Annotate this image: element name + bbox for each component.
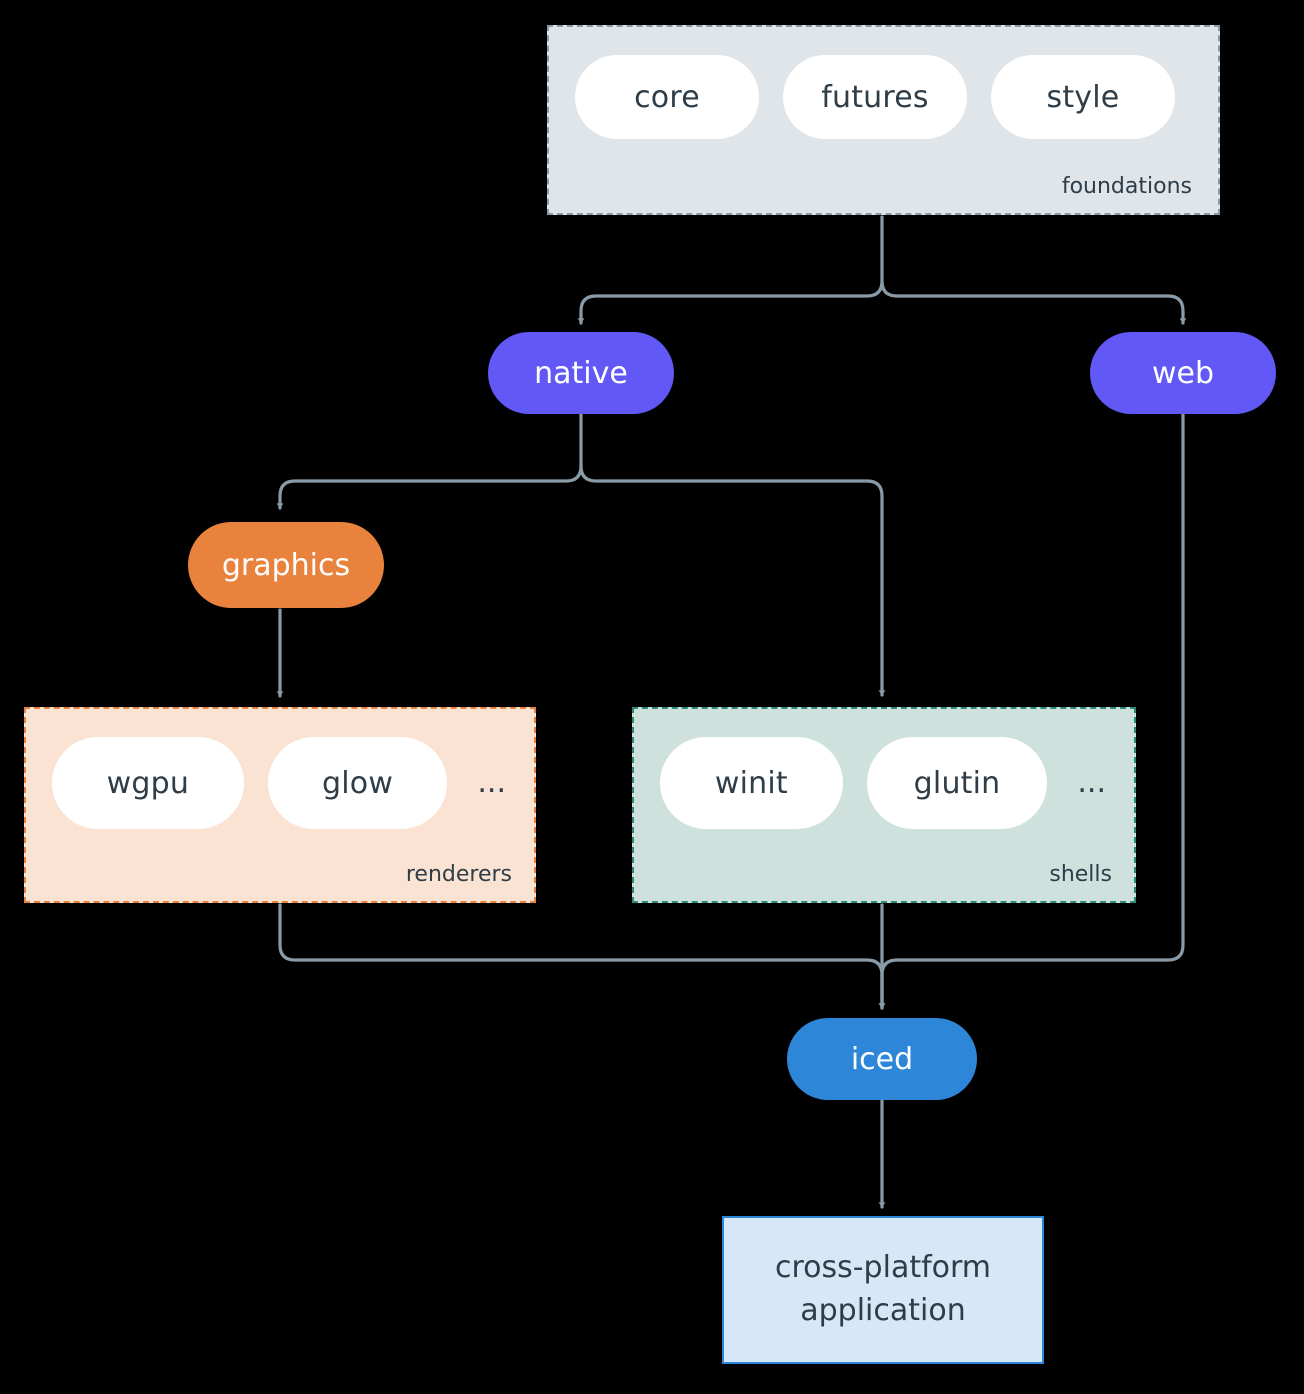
- node-application-label-line1: cross-platform: [774, 1250, 992, 1286]
- edge-foundations-native: [577, 215, 884, 325]
- node-graphics-label: graphics: [221, 547, 351, 583]
- pill-core[interactable]: core: [575, 55, 759, 139]
- shells-pill-row: winit glutin ...: [660, 737, 1112, 829]
- renderers-pill-row: wgpu glow ...: [52, 737, 512, 829]
- node-native[interactable]: native: [488, 332, 674, 414]
- pill-core-label: core: [634, 79, 700, 115]
- pill-style[interactable]: style: [991, 55, 1175, 139]
- node-web-label: web: [1151, 355, 1215, 391]
- pill-glutin[interactable]: glutin: [866, 737, 1048, 829]
- node-web[interactable]: web: [1090, 332, 1276, 414]
- group-shells: winit glutin ... shells: [632, 707, 1136, 903]
- shells-ellipsis: ...: [1077, 765, 1106, 800]
- foundations-pill-row: core futures style: [575, 55, 1192, 139]
- renderers-ellipsis: ...: [477, 765, 506, 800]
- node-graphics[interactable]: graphics: [188, 522, 384, 608]
- group-renderers-label: renderers: [405, 862, 512, 887]
- edge-foundations-web: [880, 279, 1187, 325]
- node-iced-label: iced: [850, 1041, 914, 1077]
- edge-renderers-iced: [278, 903, 886, 1010]
- group-renderers: wgpu glow ... renderers: [24, 707, 536, 903]
- pill-glutin-label: glutin: [913, 765, 1001, 801]
- node-iced[interactable]: iced: [787, 1018, 977, 1100]
- node-native-label: native: [534, 355, 628, 391]
- pill-futures-label: futures: [821, 79, 929, 115]
- node-application-label-line2: application: [800, 1293, 966, 1328]
- node-application[interactable]: cross-platform application: [722, 1216, 1044, 1364]
- group-foundations-label: foundations: [1061, 174, 1192, 199]
- pill-wgpu[interactable]: wgpu: [52, 737, 244, 829]
- pill-winit[interactable]: winit: [660, 737, 843, 829]
- pill-wgpu-label: wgpu: [106, 765, 190, 801]
- edge-native-shells: [579, 464, 886, 697]
- pill-style-label: style: [1046, 79, 1120, 115]
- group-shells-label: shells: [1049, 862, 1112, 887]
- pill-winit-label: winit: [714, 765, 788, 801]
- pill-glow[interactable]: glow: [267, 737, 448, 829]
- pill-glow-label: glow: [322, 765, 394, 801]
- group-foundations: core futures style foundations: [547, 25, 1220, 215]
- pill-futures[interactable]: futures: [783, 55, 967, 139]
- edge-native-graphics: [276, 412, 583, 510]
